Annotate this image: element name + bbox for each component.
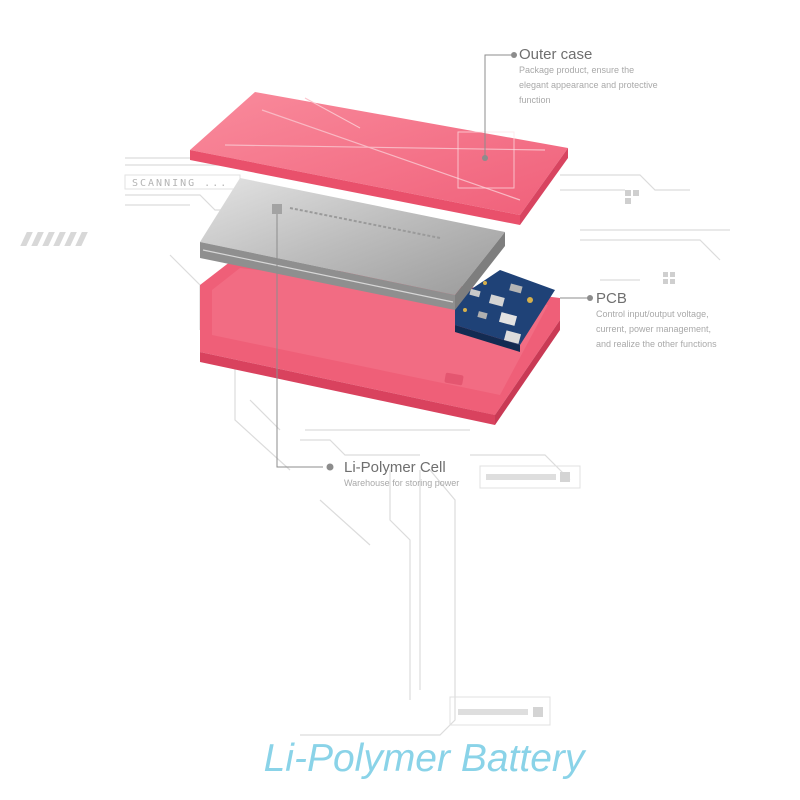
pcb-board [455, 270, 555, 352]
outer-case-leader [484, 54, 511, 158]
usb-port [503, 330, 522, 344]
hatch-stripes [20, 232, 88, 246]
outer-case-title: Outer case [519, 46, 593, 63]
pcb-callout: PCB Control input/output voltage, curren… [596, 290, 717, 352]
pcb-description-line: current, power management, [596, 324, 712, 334]
cell-description-line: Warehouse for storing power [344, 478, 460, 488]
cell-dot [326, 463, 334, 471]
scanning-label: SCANNING ... [124, 174, 241, 190]
cell-title: Li-Polymer Cell [344, 459, 446, 476]
main-title: Li-Polymer Battery [263, 737, 585, 780]
cell-callout: Li-Polymer Cell Warehouse for storing po… [344, 459, 459, 491]
cell-leader [276, 210, 323, 468]
scanning-text: SCANNING ... [132, 178, 228, 189]
pcb-description-line: and realize the other functions [596, 339, 717, 349]
pcb-description-line: Control input/output voltage, [596, 309, 709, 319]
background-decoration [125, 157, 730, 736]
outer-case-callout: Outer case Package product, ensure the e… [519, 46, 658, 108]
decor-bars [449, 190, 675, 726]
outer-case-dot [482, 155, 488, 161]
pcb-title: PCB [596, 290, 627, 307]
leader-lines [276, 54, 588, 468]
power-button [444, 372, 464, 386]
pcb-dot [587, 295, 593, 301]
cell-marker [272, 204, 282, 214]
leader-markers [272, 52, 593, 471]
outer-case-description-line: function [519, 95, 551, 105]
case-lid [190, 92, 568, 225]
outer-case-description-line: elegant appearance and protective [519, 80, 658, 90]
outer-case-description-line: Package product, ensure the [519, 65, 635, 75]
